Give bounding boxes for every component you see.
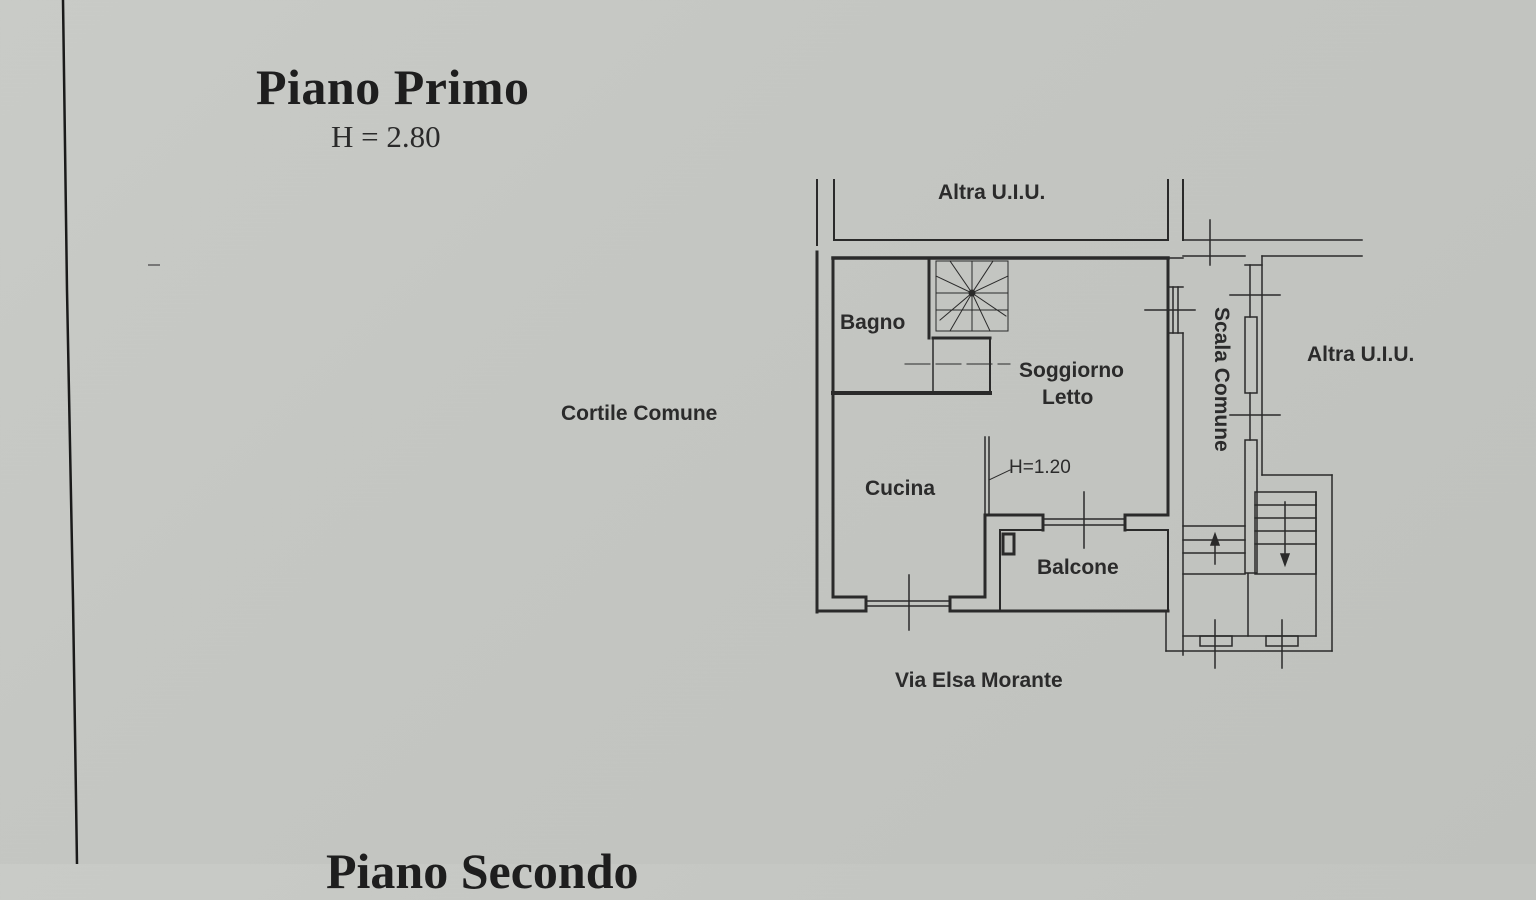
room-label-bagno: Bagno [840, 311, 906, 334]
bagno-walls [831, 256, 1011, 395]
floor-title: Piano Primo [256, 59, 530, 115]
partition-height-label: H=1.20 [1009, 457, 1071, 478]
neighbor-top-outline [816, 179, 1184, 246]
balcone-walls [983, 491, 1170, 612]
label-scala-comune: Scala Comune [1210, 307, 1233, 452]
room-label-soggiorno: Soggiorno [1019, 359, 1124, 382]
room-label-balcone: Balcone [1037, 556, 1119, 579]
label-altra-uiu-top: Altra U.I.U. [938, 181, 1046, 204]
spiral-stair-icon [935, 260, 1009, 332]
label-altra-uiu-right: Altra U.I.U. [1307, 343, 1415, 366]
label-via-elsa-morante: Via Elsa Morante [895, 669, 1063, 692]
floor-plan-drawing [815, 179, 1363, 669]
label-cortile-comune: Cortile Comune [561, 402, 718, 425]
room-label-letto: Letto [1042, 386, 1094, 409]
floor-height-label: H = 2.80 [331, 119, 441, 154]
stairwell-walls [1144, 219, 1363, 669]
apartment-walls [815, 250, 1170, 631]
partition-wall [984, 436, 1011, 516]
room-label-cucina: Cucina [865, 477, 936, 500]
